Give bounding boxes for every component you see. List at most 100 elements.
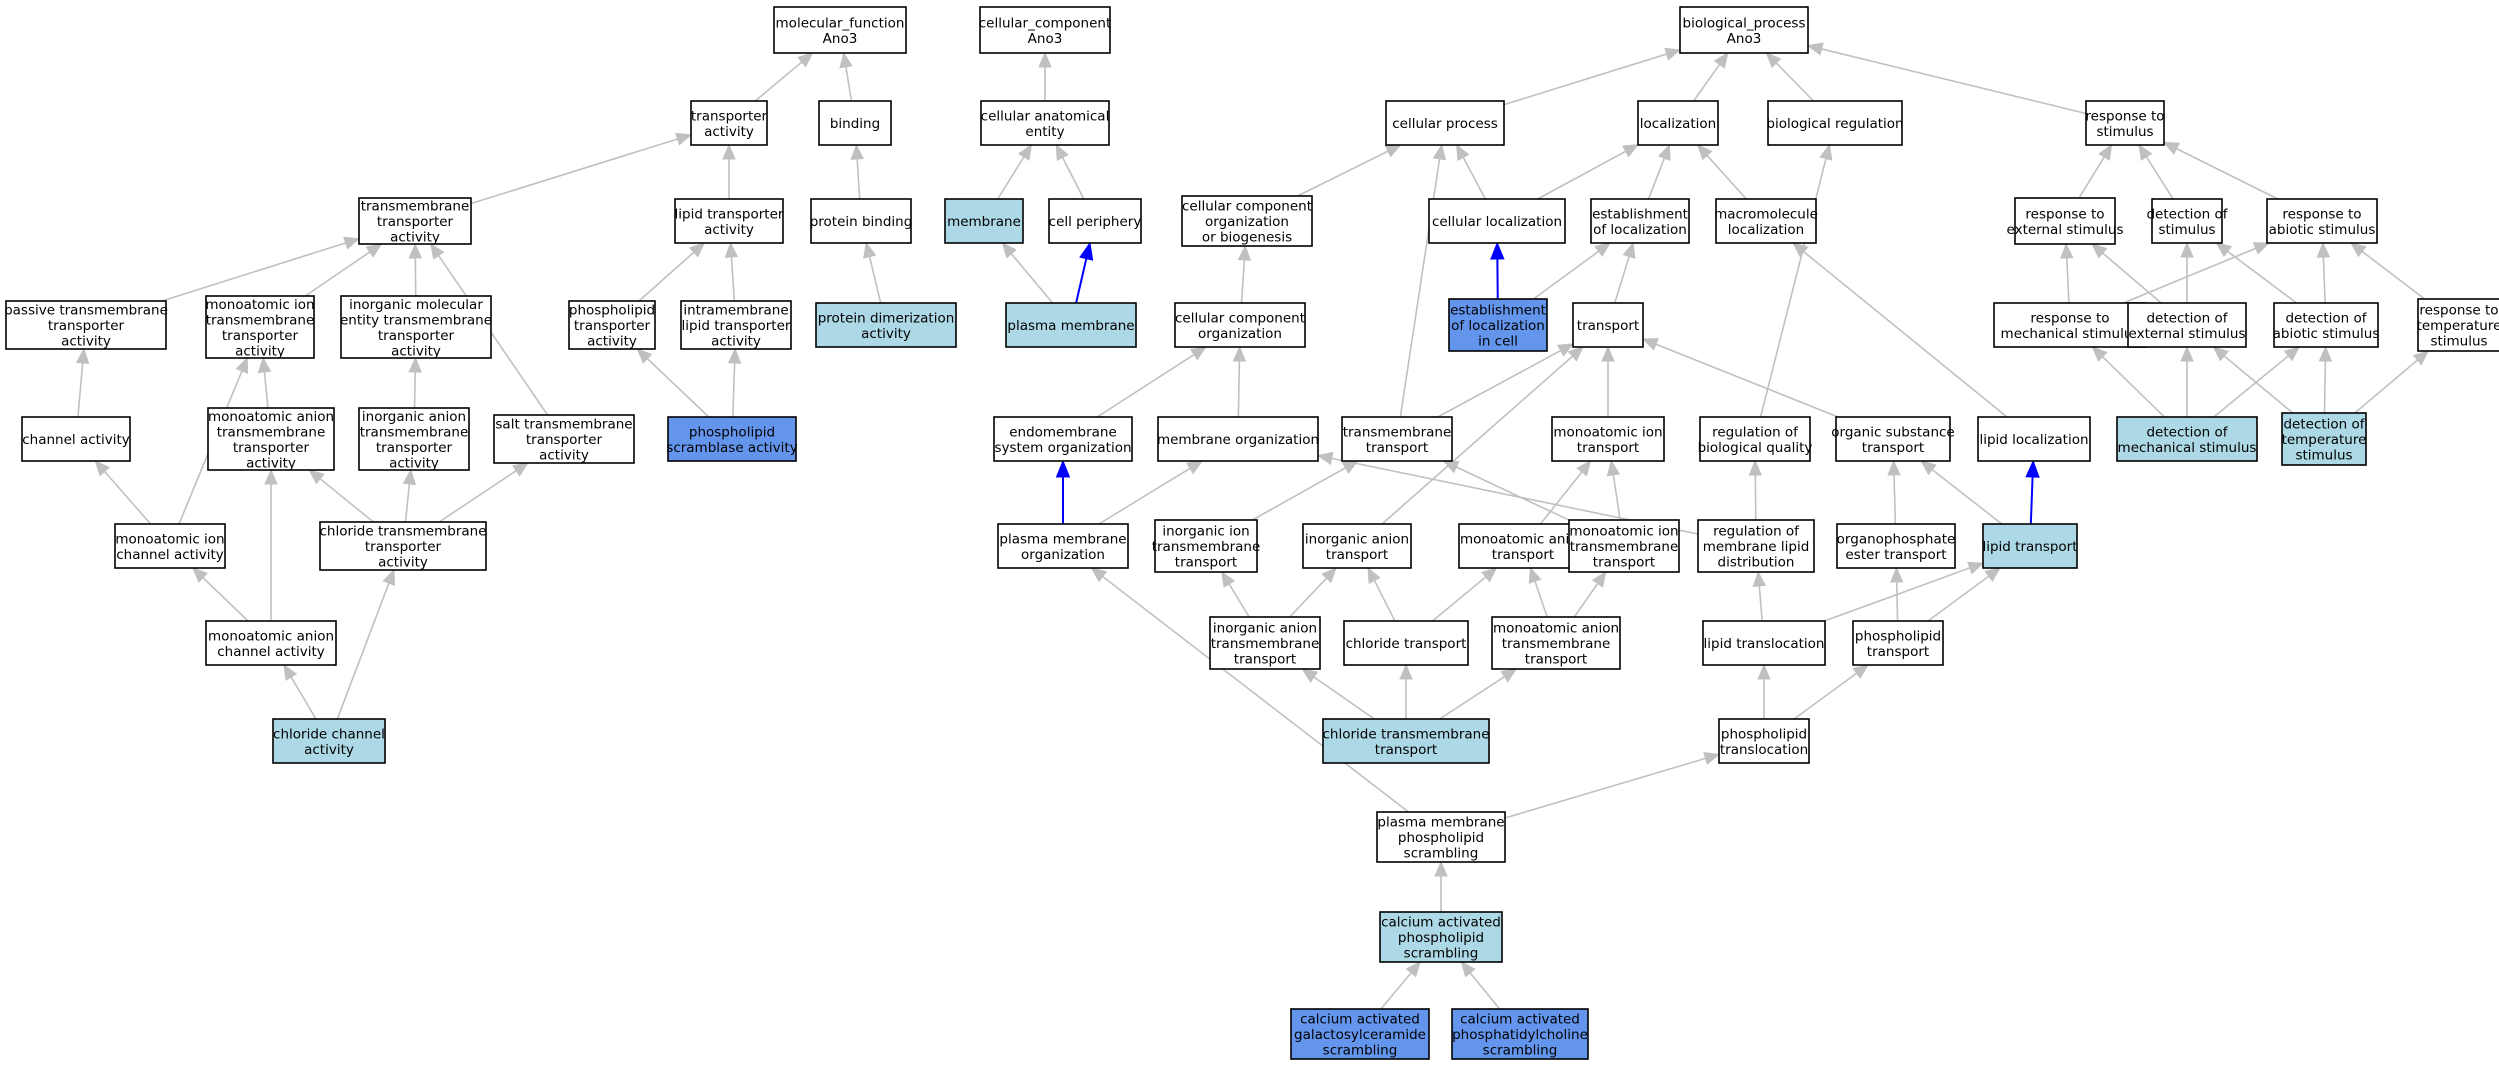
term-node-cellular-localization[interactable]: cellular localization	[1428, 198, 1566, 244]
term-label-line: scrambling	[1323, 1043, 1398, 1059]
term-label-line: transport	[1366, 440, 1428, 456]
edge-membrane-to-cell_anatomical_entity	[997, 143, 1032, 200]
term-node-transport[interactable]: transport	[1572, 302, 1644, 348]
term-label-line: detection of	[2146, 310, 2228, 326]
edge-line	[997, 156, 1025, 200]
edge-arrowhead	[2283, 346, 2301, 362]
edge-line	[1895, 581, 1899, 622]
term-node-cellular-process[interactable]: cellular process	[1385, 100, 1505, 146]
term-node-lipid-translocation[interactable]: lipid translocation	[1702, 620, 1826, 666]
term-label-line: organization	[1198, 326, 1282, 342]
term-node-channel-activity[interactable]: channel activity	[21, 416, 131, 462]
term-node-lipid-localization[interactable]: lipid localization	[1977, 416, 2091, 462]
term-node-ca-galactosylceramide[interactable]: calcium activatedgalactosylceramidescram…	[1290, 1008, 1430, 1060]
term-box	[1376, 811, 1506, 863]
edge-arrowhead	[1301, 668, 1319, 683]
term-box	[1491, 616, 1621, 670]
term-box	[1005, 302, 1137, 348]
term-node-membrane-org[interactable]: membrane organization	[1157, 416, 1319, 462]
edge-cellular_localization-to-localization	[1537, 144, 1640, 200]
edge-arrowhead	[382, 568, 396, 586]
term-label-line: transporter	[526, 432, 603, 448]
term-node-chloride-tm-transporter[interactable]: chloride transmembranetransporteractivit…	[319, 521, 487, 571]
term-box	[1551, 416, 1665, 462]
term-node-inorganic-anion-tm-transporter[interactable]: inorganic aniontransmembranetransportera…	[358, 407, 470, 471]
term-node-cell-periphery[interactable]: cell periphery	[1048, 198, 1142, 244]
term-label-line: cellular component	[1175, 310, 1305, 326]
edge-arrowhead	[1189, 346, 1207, 361]
edge-arrowhead	[1920, 460, 1937, 476]
term-node-localization[interactable]: localization	[1637, 100, 1719, 146]
edge-response_temperature-to-response_abiotic	[2349, 242, 2426, 300]
term-node-protein-binding[interactable]: protein binding	[810, 198, 913, 244]
edge-chloride_tm_transporter-to-monoatomic_anion_tm_transporter	[308, 469, 374, 523]
term-node-ca-phosphatidylcholine[interactable]: calcium activatedphosphatidylcholinescra…	[1451, 1008, 1589, 1060]
term-box	[1702, 620, 1826, 666]
term-node-lipid-transport[interactable]: lipid transport	[1982, 523, 2078, 569]
term-node-monoatomic-anion-tm-transporter[interactable]: monoatomic aniontransmembranetransporter…	[207, 407, 335, 471]
term-label-line: transmembrane	[217, 424, 326, 440]
term-node-biological-regulation[interactable]: biological regulation	[1766, 100, 1904, 146]
term-node-membrane[interactable]: membrane	[944, 198, 1024, 244]
term-node-chloride-transport[interactable]: chloride transport	[1343, 620, 1469, 666]
term-node-plasma-membrane[interactable]: plasma membrane	[1005, 302, 1137, 348]
edge-arrowhead	[430, 242, 445, 260]
term-node-monoatomic-ion-tm-transporter[interactable]: monoatomic iontransmembranetransporterac…	[205, 295, 315, 359]
term-node-binding[interactable]: binding	[818, 100, 892, 146]
term-box	[5, 300, 167, 350]
term-label-line: protein dimerization	[818, 310, 955, 326]
term-label-line: distribution	[1718, 555, 1795, 571]
